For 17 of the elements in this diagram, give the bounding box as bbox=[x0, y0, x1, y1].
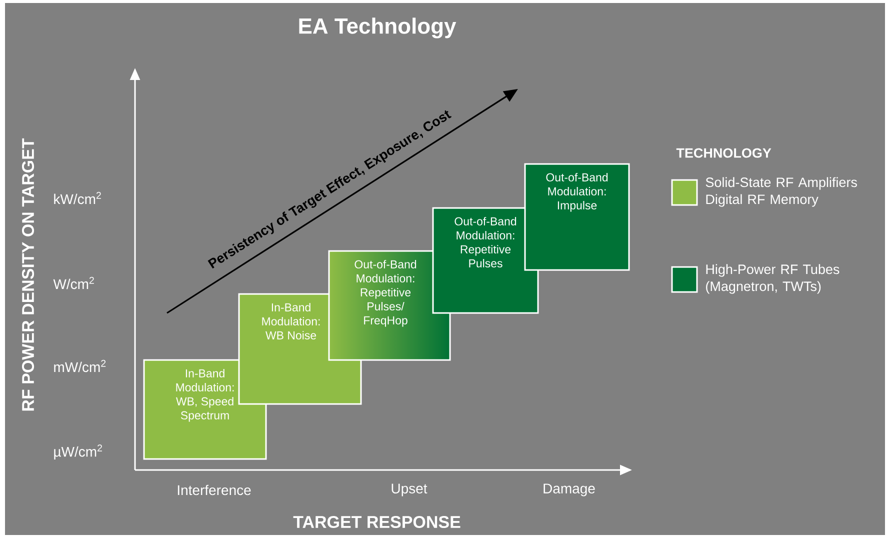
legend-text: High-Power RF Tubes (Magnetron, TWTs) bbox=[706, 264, 840, 294]
axis-title: RF POWER DENSITY ON TARGET bbox=[22, 138, 34, 411]
legend-text: Solid-State RF Amplifiers Digital RF Memory bbox=[706, 177, 857, 207]
axis-tick-label: kW/cm$^{2}$ bbox=[54, 192, 101, 204]
axis-tick-label: W/cm$^{2}$ bbox=[53, 276, 94, 290]
title: EA Technology bbox=[299, 18, 456, 38]
axis-tick-label: mW/cm$^{2}$ bbox=[54, 360, 106, 372]
technique-box: Out-of-Band Modulation: Repetitive Pulses/ FreqHop bbox=[328, 250, 451, 361]
technique-box: In-Band Modulation: WB, Speed Spectrum bbox=[143, 359, 267, 460]
axis-title: TARGET RESPONSE bbox=[293, 516, 460, 528]
axis-tick-label: Damage bbox=[544, 484, 595, 496]
technique-box: Out-of-Band Modulation: Impulse bbox=[524, 163, 630, 271]
axis-tick-label: Upset bbox=[392, 484, 428, 496]
technique-box: Out-of-Band Modulation: Repetitive Pulses bbox=[432, 207, 539, 314]
legend-heading: TECHNOLOGY bbox=[676, 148, 772, 158]
axis-tick-label: Interference bbox=[178, 484, 251, 496]
axis-tick-label: µW/cm$^{2}$ bbox=[54, 444, 102, 460]
